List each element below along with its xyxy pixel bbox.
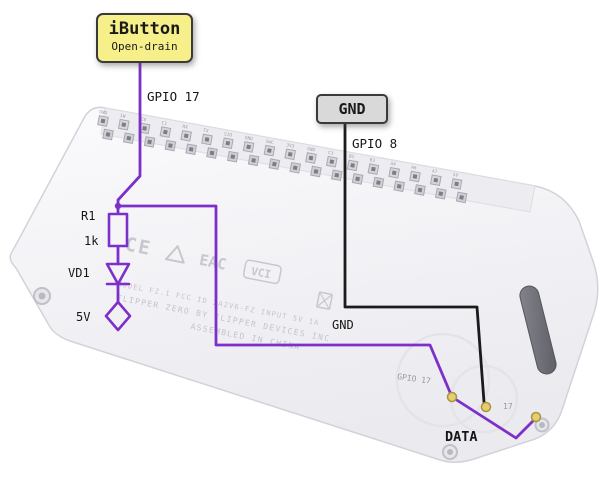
header-pin-hole bbox=[142, 126, 147, 131]
header-pin-hole bbox=[209, 150, 215, 156]
header-pin-hole bbox=[121, 122, 127, 128]
data-pad-label: DATA bbox=[445, 429, 478, 445]
header-pin-label: 5V bbox=[452, 172, 459, 179]
gnd-callout: GND bbox=[316, 94, 388, 124]
header-pin-hole bbox=[376, 180, 381, 185]
header-pin-hole bbox=[417, 187, 423, 193]
signal-wire-branch bbox=[116, 204, 538, 440]
contact-pads bbox=[446, 391, 542, 423]
header-pin-label: 3V3 bbox=[286, 142, 295, 149]
header-pin-label: SIO bbox=[223, 131, 232, 138]
header-pin-hole bbox=[350, 163, 355, 168]
header-pin-label: B3 bbox=[369, 157, 376, 164]
header-pin-hole bbox=[105, 132, 111, 137]
header-pin-hole bbox=[183, 133, 189, 139]
header-pin-hole bbox=[438, 191, 444, 197]
header-pin-hole bbox=[412, 174, 418, 179]
ibutton-title: iButton bbox=[108, 19, 181, 39]
gnd-title: GND bbox=[338, 100, 366, 118]
ibutton-callout: iButton Open-drain bbox=[96, 13, 193, 63]
contact-pad-gpio17 bbox=[446, 391, 458, 403]
header-pin-hole bbox=[308, 155, 314, 161]
header-pin-label: SWC bbox=[265, 139, 274, 146]
header-pin-hole bbox=[188, 146, 194, 152]
header-pin-hole bbox=[313, 169, 319, 174]
vci-mark: VCI bbox=[242, 259, 282, 285]
header-pin-hole bbox=[100, 118, 106, 124]
screw-holes bbox=[33, 287, 550, 460]
header-pin-hole bbox=[391, 170, 397, 176]
header-pin-hole bbox=[204, 137, 210, 142]
vci-mark-text: VCI bbox=[250, 265, 272, 282]
header-pin-hole bbox=[433, 177, 439, 183]
ibutton-subtitle: Open-drain bbox=[111, 40, 178, 53]
eac-mark: EAC bbox=[198, 251, 228, 274]
gnd-pad-label: GND bbox=[332, 318, 354, 332]
speaker-ring-large bbox=[395, 332, 491, 428]
header-pin-hole bbox=[225, 140, 231, 146]
header-pin-hole bbox=[126, 135, 132, 141]
header-pin-label: RX bbox=[182, 124, 189, 131]
contact-pad-17 bbox=[530, 411, 542, 423]
header-pin-label: 1W bbox=[119, 113, 126, 120]
header-pin-label: C1 bbox=[161, 120, 168, 127]
circuit bbox=[104, 60, 538, 440]
screw-hole-center bbox=[447, 449, 453, 455]
header-pin-hole bbox=[287, 151, 293, 157]
weee-icon bbox=[316, 291, 333, 310]
screw-hole-center bbox=[539, 422, 545, 428]
lanyard-slot bbox=[519, 285, 557, 375]
header-pin-hole bbox=[230, 154, 236, 160]
header-pin-label: GND bbox=[244, 135, 253, 142]
header-pin-hole bbox=[163, 129, 168, 135]
gpio8-wire-label: GPIO 8 bbox=[352, 136, 397, 151]
header-pin-hole bbox=[396, 183, 402, 189]
header-pin-hole bbox=[246, 144, 251, 150]
gpio17-wire-label: GPIO 17 bbox=[147, 89, 200, 104]
screw-hole-center bbox=[38, 292, 46, 300]
header-pin-hole bbox=[334, 172, 340, 178]
header-pin-label: TX bbox=[203, 128, 210, 135]
ground-wire bbox=[343, 122, 486, 404]
header-pin-label: GND bbox=[307, 146, 316, 153]
header-pin-hole bbox=[292, 165, 298, 171]
header-pin-label: A7 bbox=[431, 168, 438, 175]
pin-header: GND1WC0C1RXTXSIOGNDSWC3V3GNDC3B2B3A4A6A7… bbox=[97, 109, 468, 204]
recycle-icon bbox=[165, 245, 185, 264]
header-pin-label: A6 bbox=[411, 165, 418, 172]
wire-junction bbox=[114, 202, 122, 210]
header-pin-hole bbox=[355, 176, 360, 182]
pad-17-print: 17 bbox=[503, 402, 513, 411]
diode-symbol bbox=[105, 262, 131, 286]
header-pin-hole bbox=[272, 161, 277, 167]
header-pin-hole bbox=[251, 158, 256, 163]
header-pin-label: A4 bbox=[390, 161, 397, 168]
header-pin-hole bbox=[147, 139, 152, 145]
header-pin-hole bbox=[371, 166, 376, 172]
header-pin-label: C3 bbox=[327, 150, 334, 157]
header-pin-hole bbox=[454, 181, 459, 187]
header-pin-hole bbox=[329, 159, 335, 165]
supply-symbol bbox=[104, 300, 132, 332]
header-pin-label: GND bbox=[99, 109, 108, 116]
resistor-value-label: 1k bbox=[84, 234, 99, 248]
resistor-symbol bbox=[107, 212, 129, 248]
contact-pad-center bbox=[480, 401, 492, 413]
header-pin-label: C0 bbox=[140, 116, 147, 123]
header-pin-label: B2 bbox=[348, 153, 355, 160]
resistor-ref-label: R1 bbox=[81, 209, 95, 223]
header-pin-hole bbox=[267, 148, 272, 153]
diode-ref-label: VD1 bbox=[68, 266, 90, 280]
supply-label: 5V bbox=[76, 310, 90, 324]
header-pin-hole bbox=[168, 143, 173, 148]
header-pin-hole bbox=[459, 195, 464, 200]
